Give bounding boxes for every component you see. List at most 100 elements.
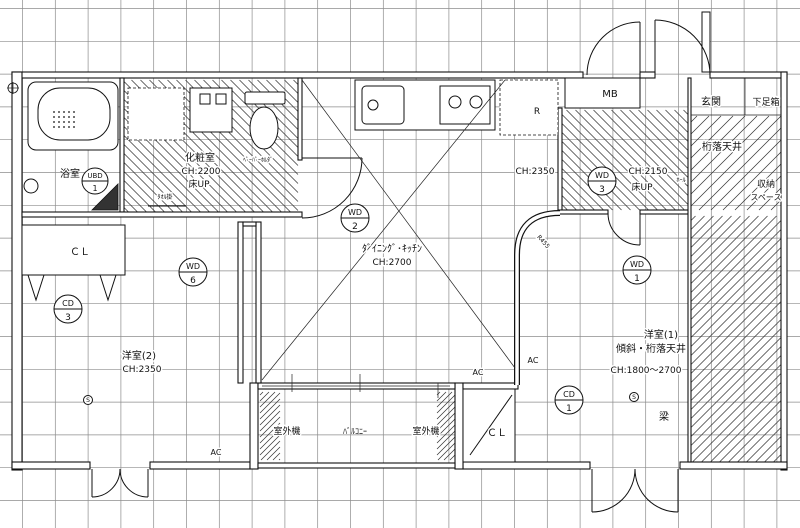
tag-type: CD xyxy=(62,299,74,308)
dropped-ceiling-hatch xyxy=(690,283,782,374)
hall-hatch xyxy=(620,109,689,178)
tub-drain-dot xyxy=(53,116,55,118)
tag-number: 1 xyxy=(634,274,640,284)
tub-drain-dot xyxy=(58,121,60,123)
tub-drain-dot xyxy=(53,126,55,128)
tub-drain-dot xyxy=(68,126,70,128)
washroom-hatch xyxy=(123,207,129,213)
dropped-ceiling-hatch xyxy=(701,382,782,463)
dropped-ceiling-hatch xyxy=(690,355,782,446)
sensor-marker: S xyxy=(629,392,639,402)
hall-label: ﾎｰﾙ xyxy=(676,177,685,184)
balcony-unit-hatch xyxy=(449,454,456,461)
tag-number: 2 xyxy=(352,222,358,232)
sensor-circle xyxy=(83,395,93,405)
outdoor-unit-right-label: 室外機 xyxy=(412,425,439,437)
ac-label: AC xyxy=(473,368,484,377)
stove xyxy=(439,85,491,125)
hall-hatch xyxy=(561,204,568,211)
sink-drain xyxy=(367,99,379,111)
bathtub-basin xyxy=(37,87,111,141)
dropped-ceiling-hatch xyxy=(755,436,782,463)
closet-door xyxy=(469,394,513,456)
tub-drain-dot xyxy=(68,111,70,113)
washroom-hatch xyxy=(167,79,299,211)
toilet-bowl xyxy=(249,106,279,150)
dining-diagonal xyxy=(261,79,506,381)
dropped-ceiling-hatch xyxy=(690,229,782,320)
dropped-ceiling-hatch xyxy=(690,364,782,455)
balcony-unit-hatch xyxy=(259,398,281,420)
hall-hatch xyxy=(561,168,604,211)
balcony-unit-hatch xyxy=(436,391,453,408)
western-room-1-label: 洋室(1) xyxy=(644,328,678,341)
hall-wall xyxy=(557,107,563,214)
dropped-ceiling-hatch xyxy=(690,256,782,347)
hall-door-swing xyxy=(607,212,641,246)
balcony-unit-hatch xyxy=(259,391,270,402)
vanity xyxy=(127,87,185,141)
hall-wall xyxy=(557,209,609,215)
dropped-ceiling-hatch xyxy=(722,151,782,211)
balcony-unit-hatch xyxy=(260,440,281,461)
room-1-wall xyxy=(462,382,519,390)
dropped-ceiling-hatch xyxy=(690,346,782,437)
dropped-ceiling-hatch xyxy=(690,115,698,123)
stove-burner xyxy=(469,95,483,109)
balcony-unit-hatch xyxy=(436,391,441,396)
balcony-unit-hatch xyxy=(266,446,281,461)
washroom-hatch xyxy=(293,79,299,85)
dropped-ceiling-hatch xyxy=(690,328,782,419)
balcony-unit-hatch xyxy=(443,448,456,461)
dropped-ceiling-hatch xyxy=(690,215,777,302)
washroom-hatch xyxy=(123,153,183,213)
outer-wall-left xyxy=(11,71,23,471)
door-tag: WD 1 xyxy=(622,255,652,285)
dropped-ceiling-hatch xyxy=(690,115,746,171)
dropped-ceiling-hatch xyxy=(773,454,782,463)
hall-floor-note: 床UP xyxy=(631,181,653,193)
outer-wall-bottom xyxy=(679,461,788,470)
dropped-ceiling-hatch xyxy=(710,391,782,463)
dropped-ceiling-label: 桁落天井 xyxy=(702,140,742,153)
bath-unit-number: 1 xyxy=(92,184,97,193)
dropped-ceiling-hatch xyxy=(690,247,782,338)
beam-label: 梁 xyxy=(659,410,669,423)
balcony-unit-hatch xyxy=(436,406,456,426)
meter-box xyxy=(564,77,641,109)
washroom-door-swing xyxy=(301,157,363,219)
tub-drain-dot xyxy=(63,111,65,113)
reference-marker xyxy=(7,82,19,94)
balcony-unit-hatch xyxy=(436,424,456,444)
closet-left-label: ＣＬ xyxy=(70,247,90,258)
hall-hatch xyxy=(647,109,689,151)
balcony-unit-hatch xyxy=(278,458,281,461)
kitchen-ceiling-height: CH:2350 xyxy=(516,167,555,177)
washroom-hatch xyxy=(123,189,147,213)
hall-hatch xyxy=(629,109,689,169)
balcony-unit-hatch xyxy=(436,394,456,414)
dropped-ceiling-hatch xyxy=(719,400,782,463)
dropped-ceiling-hatch xyxy=(690,115,722,147)
washroom-wall xyxy=(297,77,303,161)
washer-knob xyxy=(199,93,211,105)
dropped-ceiling-hatch xyxy=(770,199,782,211)
dining-kitchen-label: ﾀﾞｲﾆﾝｸﾞ･ｷｯﾁﾝ xyxy=(362,243,422,255)
tub-drain-dot xyxy=(73,111,75,113)
dropped-ceiling-hatch xyxy=(690,238,782,329)
tag-number: 3 xyxy=(599,185,605,195)
towel-bar-label: ﾀｵﾙ掛 xyxy=(157,193,172,201)
hall-hatch xyxy=(638,109,689,160)
tub-drain-dot xyxy=(53,111,55,113)
dropped-ceiling-hatch xyxy=(690,310,782,401)
tag-type: WD xyxy=(595,171,609,180)
meter-box-door-swing xyxy=(586,21,641,76)
washroom-ceiling-height: CH:2200 xyxy=(182,167,221,177)
hall-hatch xyxy=(561,195,577,211)
tag-number: 1 xyxy=(566,404,572,414)
tag-type: WD xyxy=(186,262,200,271)
western-room-2-ceiling-height: CH:2350 xyxy=(123,365,162,375)
closet-right xyxy=(462,388,516,463)
room-labels: 浴室 UBD 1 化粧室 CH:2200 床UP ﾍﾟｰﾊﾟｰﾎﾙﾀﾞ ﾀｵﾙ掛… xyxy=(60,89,783,459)
